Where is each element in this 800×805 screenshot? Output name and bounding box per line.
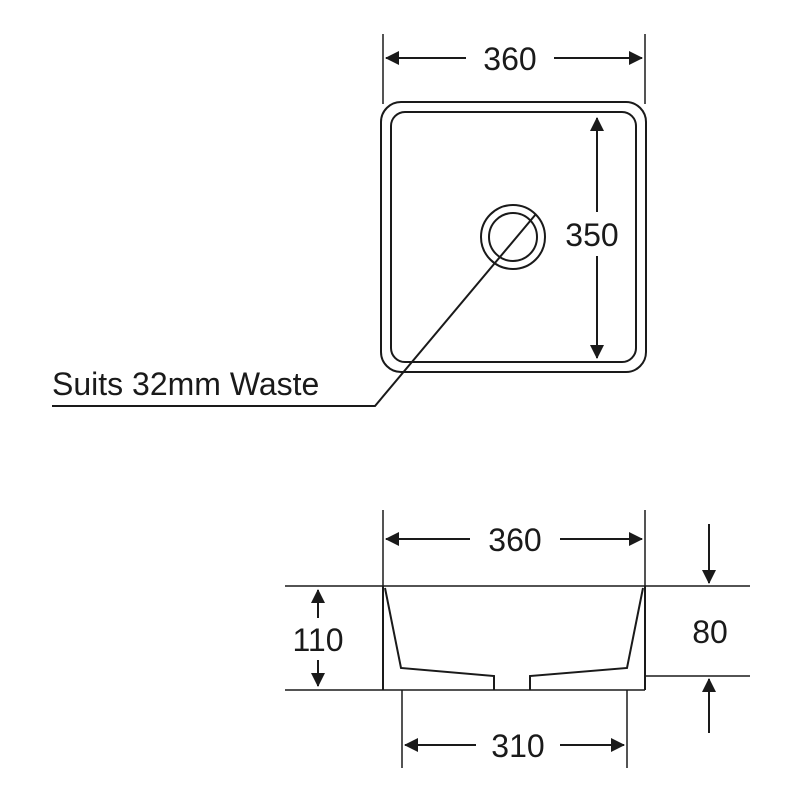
bowl-right-profile — [529, 587, 644, 690]
base-width-label: 310 — [491, 728, 544, 764]
height-label: 110 — [292, 622, 343, 658]
waste-outlet-inner-ring — [488, 212, 538, 262]
side-view: 360 110 80 310 — [285, 510, 750, 768]
plan-depth-label: 350 — [565, 217, 618, 253]
plan-width-label: 360 — [483, 41, 536, 77]
waste-note-label: Suits 32mm Waste — [52, 366, 319, 402]
waste-outlet-outer-ring — [480, 204, 546, 270]
plan-view: 360 350 Suits 32mm Waste — [52, 34, 647, 407]
bowl-left-profile — [384, 587, 495, 690]
basin-outer-rim — [380, 101, 647, 373]
basin-inner-rim — [390, 111, 637, 363]
waste-leader-line — [52, 213, 537, 407]
side-width-label: 360 — [488, 522, 541, 558]
bowl-depth-label: 80 — [692, 614, 728, 650]
